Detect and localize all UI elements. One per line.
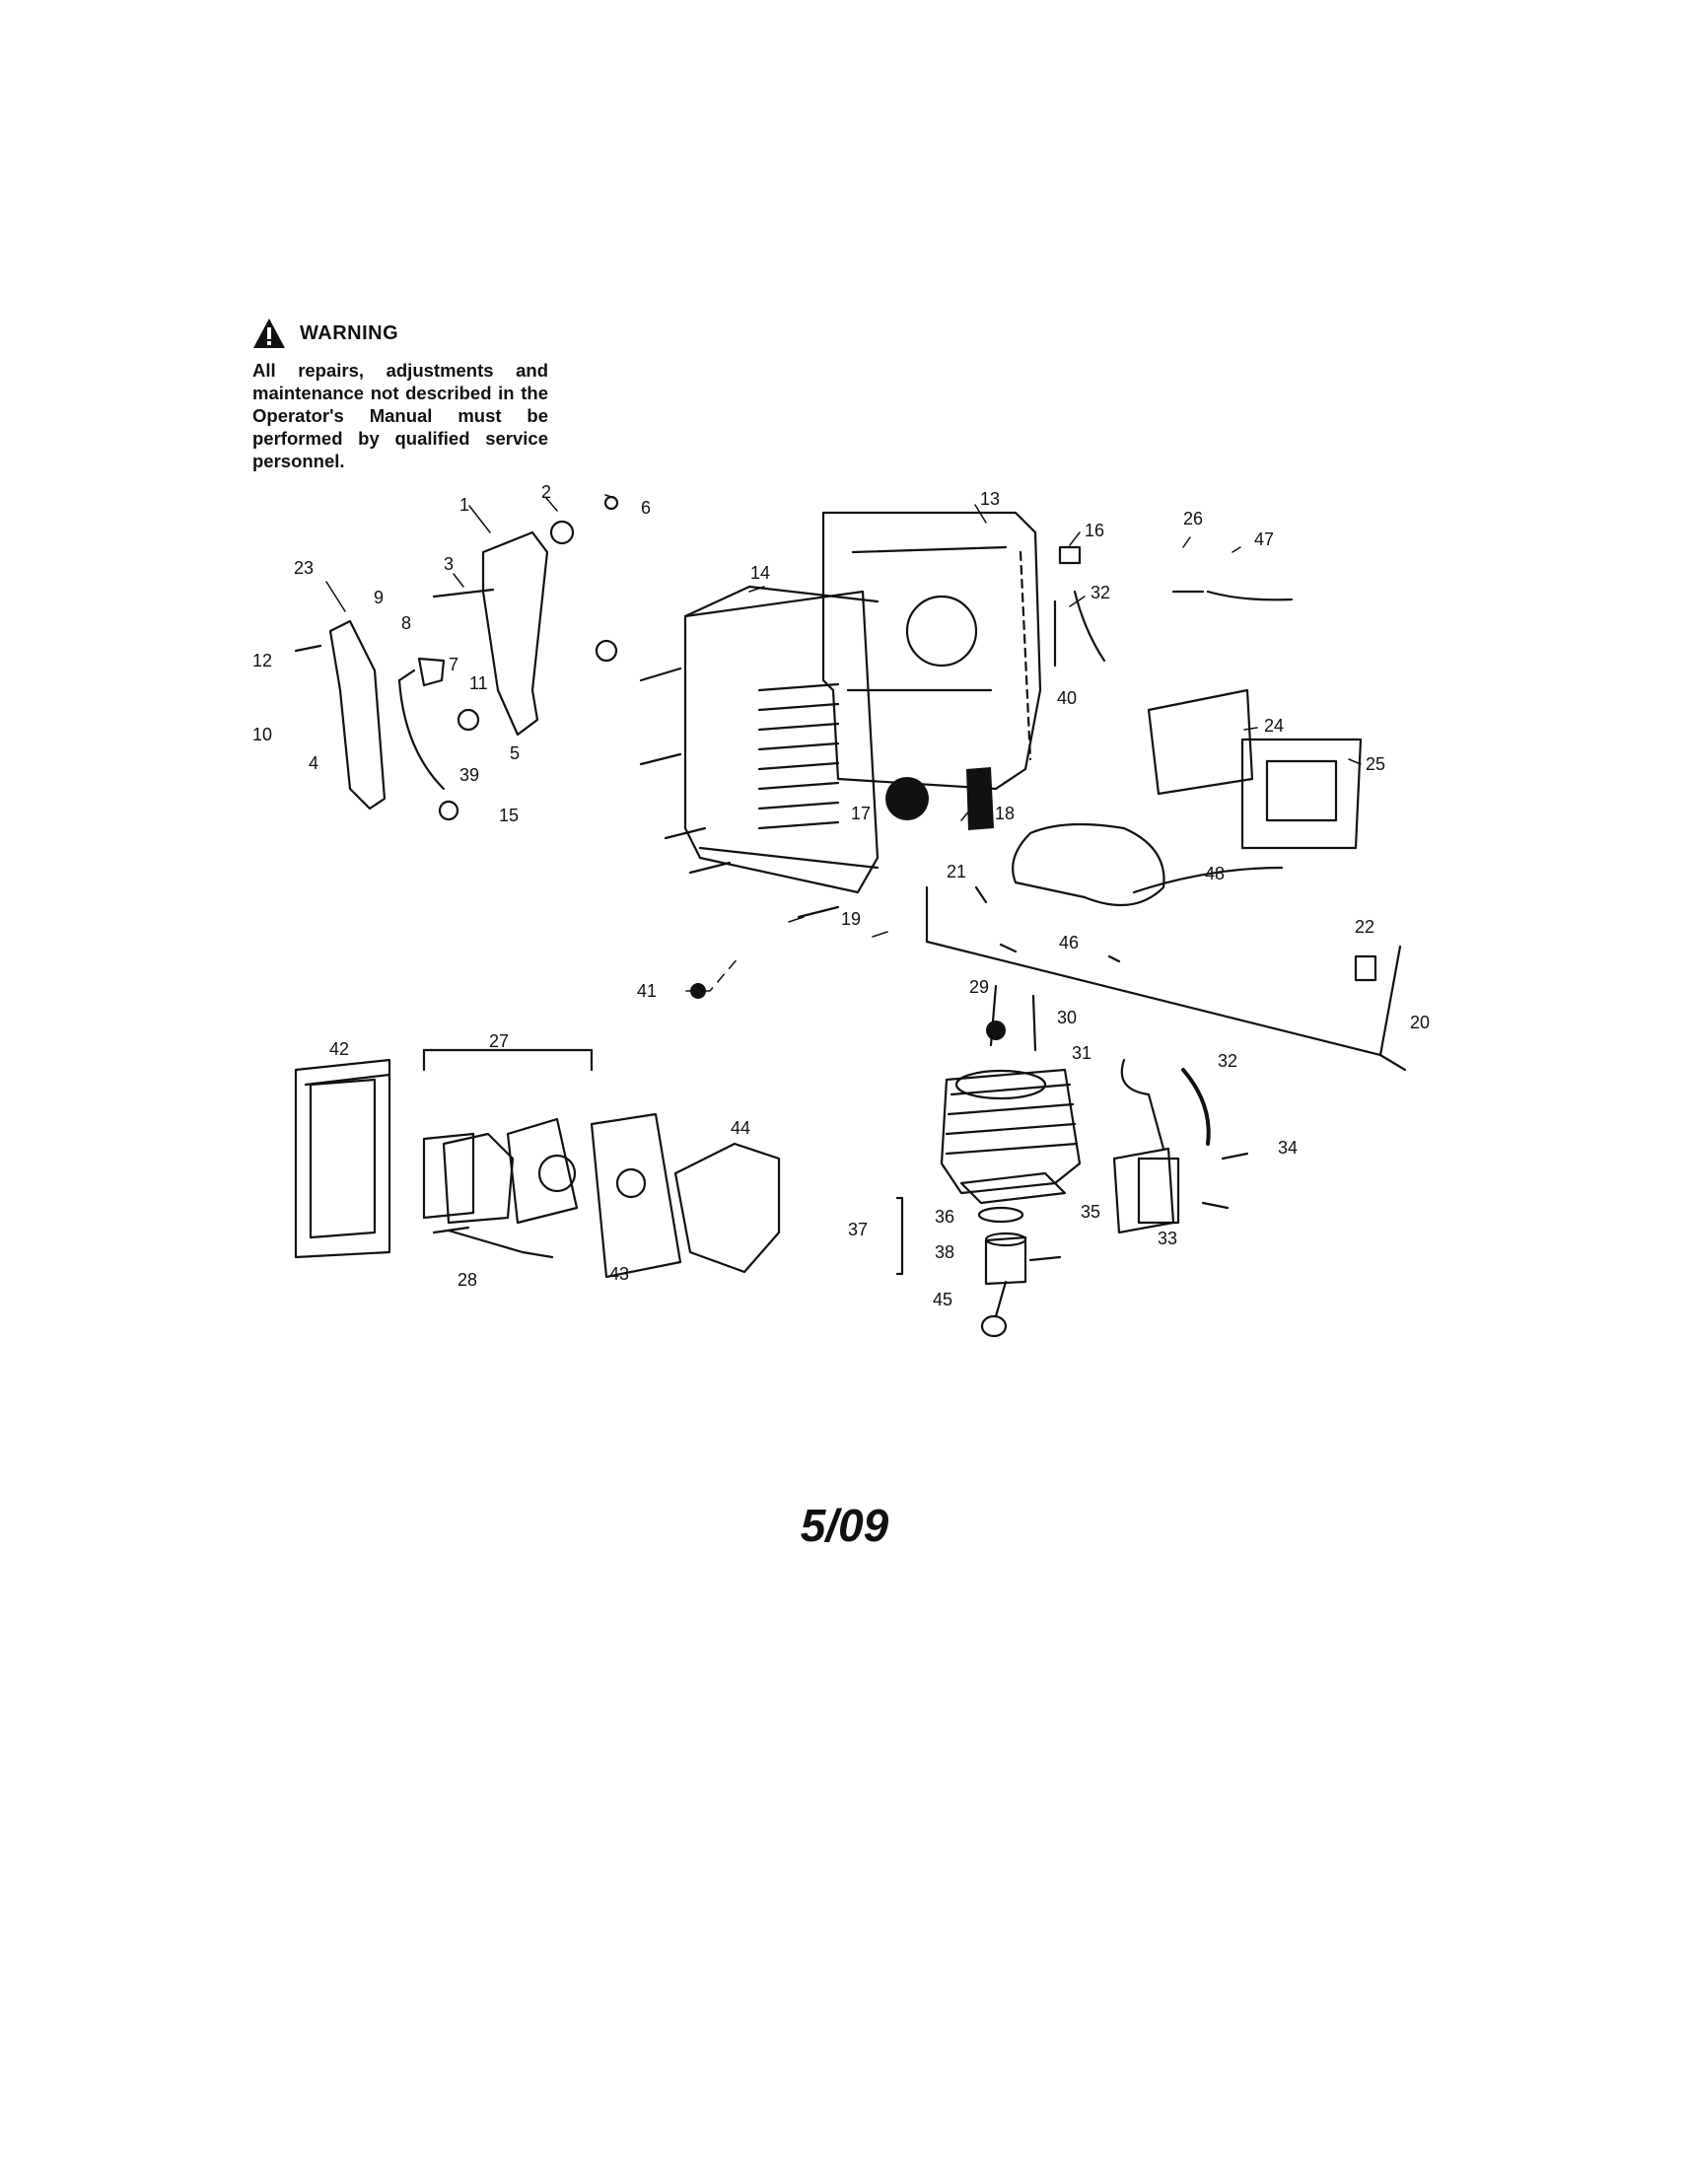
callout-48: 48: [1205, 864, 1225, 883]
callout-28: 28: [457, 1270, 477, 1290]
callout-4: 4: [309, 753, 318, 773]
callout-10: 10: [252, 725, 272, 744]
callout-42: 42: [329, 1039, 349, 1059]
callout-27: 27: [489, 1031, 509, 1051]
callout-19: 19: [841, 909, 861, 929]
callout-26: 26: [1183, 509, 1203, 528]
main-shroud: [683, 585, 880, 894]
upper-housing: [821, 511, 1042, 791]
fuel-system-bracket: [925, 885, 1407, 1072]
callout-47: 47: [1254, 529, 1274, 549]
callout-25: 25: [1366, 754, 1385, 774]
callout-labels: 1 2 3 4 5 6 7 8 9 10 11 12 13 14 15 16 1…: [252, 482, 1430, 1309]
callout-46: 46: [1059, 933, 1079, 952]
callout-9: 9: [374, 588, 384, 607]
spring-18: [966, 767, 994, 830]
callout-16: 16: [1085, 521, 1104, 540]
callout-15: 15: [499, 806, 519, 825]
callout-32: 32: [1091, 583, 1110, 602]
callout-34: 34: [1278, 1138, 1298, 1158]
starter-pulley: [885, 777, 929, 820]
callout-44: 44: [731, 1118, 750, 1138]
callout-30: 30: [1057, 1008, 1077, 1027]
callout-1: 1: [459, 495, 469, 515]
callout-18: 18: [995, 804, 1015, 823]
callout-22: 22: [1355, 917, 1374, 937]
warning-icon: [253, 318, 285, 348]
warning-notice: WARNING All repairs, adjustments and mai…: [252, 317, 548, 472]
shroud-vents: [757, 682, 840, 830]
callout-23: 23: [294, 558, 314, 578]
callout-7: 7: [449, 655, 458, 674]
handle: [481, 530, 549, 737]
callout-14: 14: [750, 563, 770, 583]
callout-17: 17: [851, 804, 871, 823]
warning-title: WARNING: [300, 321, 399, 344]
callout-45: 45: [933, 1290, 952, 1309]
callout-32-lower: 32: [1218, 1051, 1237, 1071]
callout-11: 11: [469, 673, 488, 693]
callout-2: 2: [541, 482, 551, 502]
callout-21: 21: [947, 862, 966, 881]
throttle-cable: [397, 678, 446, 791]
callout-8: 8: [401, 613, 411, 633]
callout-41: 41: [637, 981, 657, 1001]
upper-right-parts: [974, 545, 1377, 982]
spark-plug: [986, 1021, 1006, 1040]
callout-36: 36: [935, 1207, 954, 1227]
callout-35: 35: [1081, 1202, 1100, 1222]
date-code: 5/09: [800, 1500, 889, 1551]
callout-37: 37: [848, 1220, 868, 1239]
callout-40: 40: [1057, 688, 1077, 708]
handle-cover: [328, 619, 387, 810]
callout-5: 5: [510, 743, 520, 763]
plug-41: [690, 983, 706, 999]
callout-6: 6: [641, 498, 651, 518]
callout-12: 12: [252, 651, 272, 670]
callout-29: 29: [969, 977, 989, 997]
cable-grommet: [438, 800, 459, 821]
callout-38: 38: [935, 1242, 954, 1262]
callout-39: 39: [459, 765, 479, 785]
callout-43: 43: [609, 1264, 629, 1284]
callout-31: 31: [1072, 1043, 1091, 1063]
callout-13: 13: [980, 489, 1000, 509]
callout-33: 33: [1158, 1229, 1177, 1248]
shroud-screws: [639, 667, 840, 919]
handle-hardware: [294, 495, 619, 732]
callout-24: 24: [1264, 716, 1284, 736]
warning-text: All repairs, adjustments and maintenance…: [252, 360, 548, 471]
callout-20: 20: [1410, 1013, 1430, 1032]
callout-3: 3: [444, 554, 454, 574]
carburetor-group: [294, 1048, 781, 1279]
cylinder-group: [895, 984, 1249, 1338]
leader-lines: [325, 494, 1362, 992]
